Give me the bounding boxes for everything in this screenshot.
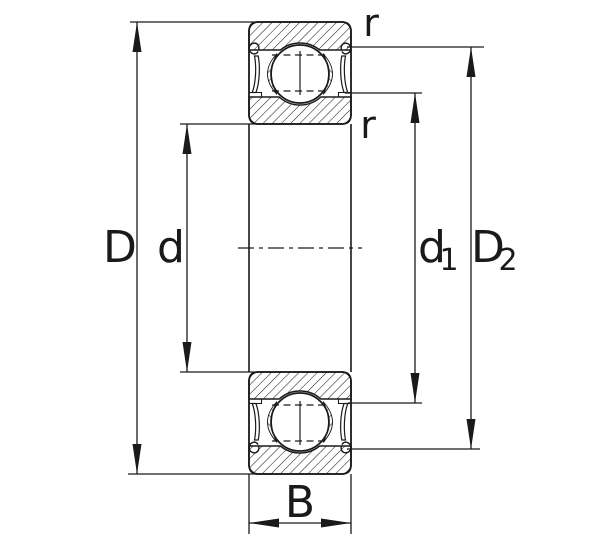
arrow-d-bottom xyxy=(182,342,192,372)
bearing-section-top xyxy=(248,21,352,125)
arrow-D-bottom xyxy=(132,444,142,474)
dimension-D2: D 2 xyxy=(347,46,518,450)
label-inner-shoulder-base: d xyxy=(418,222,446,273)
dimension-d: d xyxy=(157,123,258,373)
arrow-d-top xyxy=(182,124,192,154)
arrow-B-right xyxy=(321,518,351,528)
bearing-section-bottom xyxy=(248,371,352,475)
outer-ring-bottom xyxy=(248,445,352,475)
label-outer-diameter: D xyxy=(103,222,137,273)
inner-ring-bottom xyxy=(248,371,352,400)
arrow-B-left xyxy=(249,518,279,528)
dimension-D: D xyxy=(103,21,258,475)
arrow-D2-top xyxy=(466,47,476,77)
inner-ring-top xyxy=(248,96,352,125)
arrow-d1-bottom xyxy=(410,373,420,403)
label-outer-shoulder-subscript: 2 xyxy=(498,243,517,278)
arrow-d1-top xyxy=(410,93,420,123)
label-corner-radius-outer: r xyxy=(363,1,379,45)
dimension-d1: d 1 xyxy=(345,92,459,404)
label-bore-diameter: d xyxy=(157,222,185,273)
label-corner-radius-inner: r xyxy=(360,103,376,147)
label-width: B xyxy=(285,477,315,528)
dimension-B: B xyxy=(248,474,352,534)
arrow-D-top xyxy=(132,22,142,52)
arrow-D2-bottom xyxy=(466,419,476,449)
label-outer-shoulder-base: D xyxy=(471,222,505,273)
label-inner-shoulder-subscript: 1 xyxy=(439,243,458,278)
outer-ring-top xyxy=(248,21,352,51)
